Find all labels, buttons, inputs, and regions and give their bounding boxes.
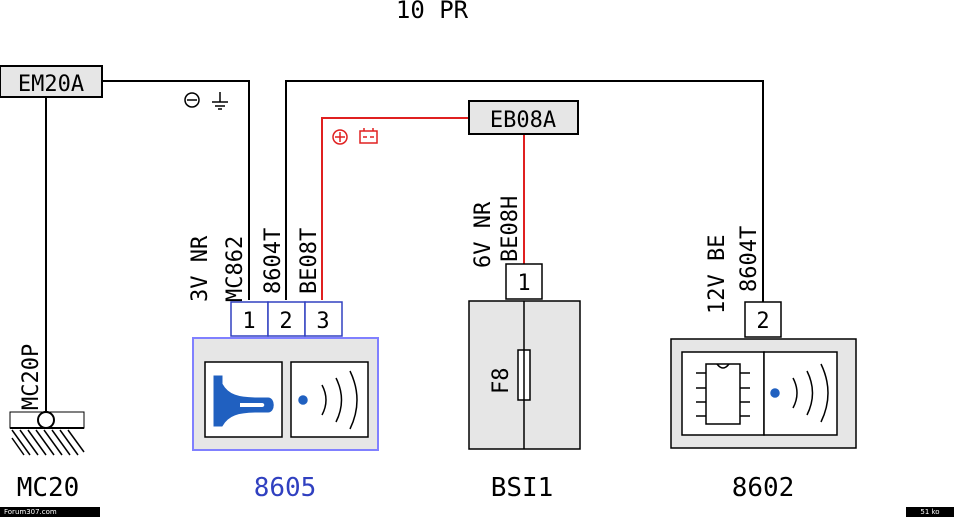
wire-be08t-code: BE08T: [297, 228, 322, 294]
bsi-pin-1-label: 1: [517, 271, 530, 296]
horn-icon: [213, 375, 274, 427]
wire-mc20p-code: MC20P: [19, 344, 44, 410]
battery-plus-icon: [332, 128, 378, 145]
fuse-label: F8: [489, 368, 514, 395]
black-wires: [45, 80, 764, 412]
pin-2-label: 2: [279, 309, 292, 334]
horn-pins: 1 2 3: [230, 301, 343, 337]
alarm-pin-2-label: 2: [756, 309, 769, 334]
component-bsi1: 1 F8 BSI1: [468, 263, 581, 503]
connector-em20a: EM20A: [0, 65, 103, 98]
red-wires: [321, 117, 525, 300]
component-8602: 2 8602: [670, 301, 857, 503]
diagram-title: 10 PR: [396, 0, 469, 24]
wire-labels: 3V NR MC862 8604T BE08T 6V NR BE08H 12V …: [19, 196, 762, 410]
wire-8604t-code: 8604T: [261, 228, 286, 294]
footer-size-badge: 51 ko: [906, 507, 954, 517]
wire-8604t: [285, 80, 764, 302]
pin-box: [304, 301, 343, 337]
component-8605: 1 2 3 8605: [192, 301, 379, 503]
ground-symbol-icon: [184, 92, 228, 110]
wire-be08t: [321, 117, 469, 300]
pin-box: [230, 301, 269, 337]
component-bsi1-label: BSI1: [491, 473, 554, 503]
pin-3-label: 3: [316, 309, 329, 334]
wire-8604t-b-code: 8604T: [737, 226, 762, 292]
ground-mc20: MC20: [9, 411, 85, 503]
pin-1-label: 1: [242, 309, 255, 334]
wire-mc862-code: MC862: [223, 236, 248, 302]
component-8602-label: 8602: [732, 473, 795, 503]
connector-eb08a-label: EB08A: [490, 108, 556, 133]
component-mc20-label: MC20: [17, 473, 80, 503]
component-8605-label: 8605: [254, 473, 317, 503]
connector-em20a-label: EM20A: [18, 72, 84, 97]
wire-be08h-code: BE08H: [498, 196, 523, 262]
wire-be08h-spec: 6V NR: [471, 201, 496, 268]
wire-mc862: [102, 80, 250, 300]
pin-box: [744, 301, 782, 338]
wire-mc862-spec: 3V NR: [188, 235, 213, 302]
wire-8604t-spec: 12V BE: [705, 235, 730, 314]
sound-wave-icon: [298, 370, 358, 430]
connector-eb08a: EB08A: [468, 100, 579, 135]
footer-site-badge: Forum307.com: [0, 507, 100, 517]
sound-wave-icon: [770, 363, 829, 423]
chip-icon: [696, 363, 750, 425]
pin-box: [505, 263, 543, 300]
